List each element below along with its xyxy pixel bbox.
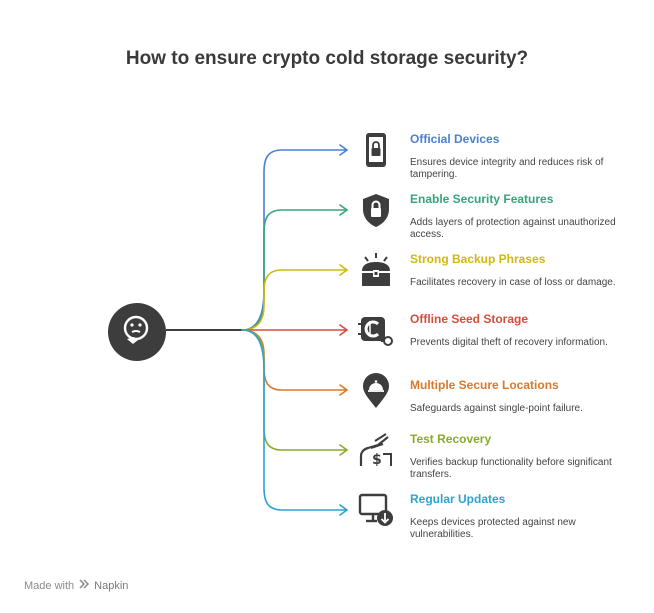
- item-title-official-devices: Official Devices: [410, 132, 500, 146]
- arrow-head-3: [339, 324, 349, 336]
- footer: Made with Napkin: [24, 578, 128, 593]
- item-title-regular-updates: Regular Updates: [410, 492, 506, 506]
- item-title-strong-backup-phrases: Strong Backup Phrases: [410, 252, 546, 266]
- treasure-chest-icon: [356, 250, 396, 290]
- item-desc-offline-seed-storage: Prevents digital theft of recovery infor…: [410, 337, 608, 348]
- arrow-head-6: [339, 504, 349, 516]
- footer-brand: Napkin: [94, 579, 129, 592]
- svg-text:$: $: [372, 452, 382, 468]
- page-title: How to ensure crypto cold storage securi…: [125, 48, 529, 69]
- item-title-enable-security-features: Enable Security Features: [410, 192, 554, 206]
- item-desc-multiple-secure-locations: Safeguards against single-point failure.: [410, 403, 583, 414]
- arrow-head-5: [339, 444, 349, 456]
- item-desc-strong-backup-phrases: Facilitates recovery in case of loss or …: [410, 277, 616, 288]
- monitor-download-icon: [356, 490, 396, 530]
- phone-lock-icon: [356, 130, 396, 170]
- item-desc-enable-security-features: Adds layers of protection against unauth…: [410, 217, 616, 240]
- crypto-key-icon: [356, 310, 396, 350]
- item-title-offline-seed-storage: Offline Seed Storage: [410, 312, 529, 326]
- location-pin-icon: [356, 370, 396, 410]
- arrow-head-4: [339, 384, 349, 396]
- napkin-logo-icon: [78, 578, 90, 593]
- item-desc-regular-updates: Keeps devices protected against new vuln…: [410, 517, 576, 540]
- item-desc-test-recovery: Verifies backup functionality before sig…: [410, 457, 612, 480]
- money-hand-icon: $: [356, 430, 396, 470]
- branch-line-1: [241, 209, 347, 331]
- arrow-heads: [339, 144, 349, 516]
- branch-line-2: [241, 269, 347, 331]
- arrow-head-2: [339, 264, 349, 276]
- shield-lock-icon: [356, 190, 396, 230]
- arrow-head-0: [339, 144, 349, 156]
- branch-line-6: [241, 329, 347, 511]
- item-title-multiple-secure-locations: Multiple Secure Locations: [410, 378, 559, 392]
- item-title-test-recovery: Test Recovery: [410, 432, 492, 446]
- arrow-head-1: [339, 204, 349, 216]
- item-desc-official-devices: Ensures device integrity and reduces ris…: [410, 157, 604, 180]
- branch-line-0: [241, 149, 347, 331]
- thinking-face-icon: [120, 313, 154, 352]
- footer-prefix: Made with: [24, 579, 75, 592]
- center-node: [108, 303, 166, 361]
